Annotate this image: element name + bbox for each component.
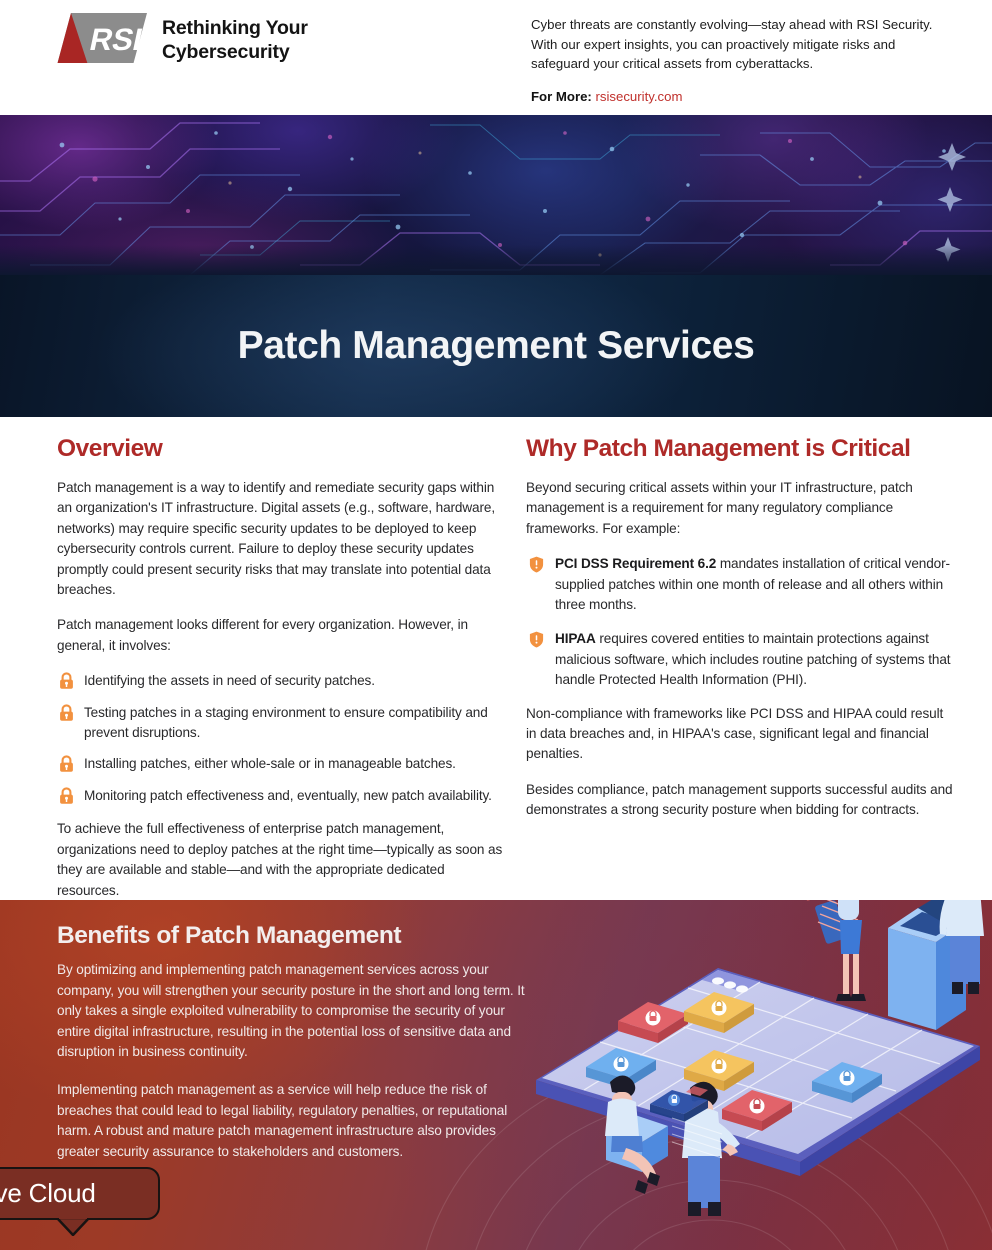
- page-title: Patch Management Services: [237, 324, 755, 367]
- page-header: RSI Rethinking Your Cybersecurity Cyber …: [0, 0, 992, 115]
- tooltip-label: tive Cloud: [0, 1167, 160, 1220]
- list-item: Identifying the assets in need of securi…: [57, 671, 505, 691]
- for-more-label: For More:: [531, 88, 592, 104]
- rsi-logo-icon: RSI: [57, 13, 147, 65]
- list-item: PCI DSS Requirement 6.2 mandates install…: [526, 554, 956, 615]
- list-item: HIPAA requires covered entities to maint…: [526, 629, 956, 690]
- hero-bottom-fade: [0, 245, 992, 275]
- critical-column: Why Patch Management is Critical Beyond …: [526, 417, 956, 836]
- overview-paragraph-2: Patch management looks different for eve…: [57, 617, 468, 653]
- critical-paragraph-3: Besides compliance, patch management sup…: [526, 781, 953, 818]
- brand-tagline-line2: Cybersecurity: [162, 41, 290, 63]
- list-item-bold: PCI DSS Requirement 6.2: [555, 556, 717, 572]
- list-item-label: Testing patches in a staging environment…: [84, 704, 488, 741]
- list-item-label: Identifying the assets in need of securi…: [84, 673, 375, 689]
- main-content: Overview Patch management is a way to id…: [0, 417, 992, 900]
- overview-column: Overview Patch management is a way to id…: [57, 417, 505, 916]
- list-item: Testing patches in a staging environment…: [57, 703, 505, 744]
- overview-bullet-list: Identifying the assets in need of securi…: [57, 671, 505, 806]
- brand-logo[interactable]: RSI Rethinking Your Cybersecurity: [57, 13, 308, 65]
- padlock-icon: [58, 704, 75, 722]
- for-more-line: For More: rsisecurity.com: [531, 87, 951, 107]
- padlock-icon: [58, 755, 75, 773]
- benefits-section: Benefits of Patch Management By optimizi…: [0, 900, 992, 1250]
- overview-heading: Overview: [57, 435, 163, 462]
- critical-paragraph-1: Beyond securing critical assets within y…: [526, 480, 913, 536]
- rsisecurity-link[interactable]: rsisecurity.com: [595, 88, 683, 104]
- critical-heading: Why Patch Management is Critical: [526, 435, 911, 462]
- critical-bullet-list: PCI DSS Requirement 6.2 mandates install…: [526, 554, 956, 690]
- benefits-paragraph-2: Implementing patch management as a servi…: [57, 1081, 508, 1159]
- benefits-text-block: Benefits of Patch Management By optimizi…: [57, 922, 537, 1179]
- benefits-paragraph-1: By optimizing and implementing patch man…: [57, 962, 525, 1060]
- benefits-heading: Benefits of Patch Management: [57, 922, 402, 949]
- tooltip-pointer-icon: [56, 1218, 90, 1236]
- list-item-bold: HIPAA: [555, 631, 596, 647]
- padlock-icon: [58, 672, 75, 690]
- shield-alert-icon: [529, 556, 544, 573]
- list-item-label: Installing patches, either whole-sale or…: [84, 756, 456, 772]
- list-item-label: Monitoring patch effectiveness and, even…: [84, 787, 492, 803]
- shield-alert-icon: [529, 631, 544, 648]
- brand-tagline-line1: Rethinking Your: [162, 17, 308, 39]
- brand-tagline: Rethinking Your Cybersecurity: [162, 13, 308, 64]
- tooltip-callout[interactable]: tive Cloud: [0, 1167, 160, 1236]
- svg-text:RSI: RSI: [87, 22, 146, 57]
- title-band: Patch Management Services: [0, 275, 992, 417]
- overview-paragraph-3: To achieve the full effectiveness of ent…: [57, 821, 503, 898]
- critical-paragraph-2: Non-compliance with frameworks like PCI …: [526, 705, 944, 762]
- list-item-text: requires covered entities to maintain pr…: [555, 631, 951, 688]
- list-item-label: PCI DSS Requirement 6.2 mandates install…: [555, 556, 950, 612]
- list-item-text: mandates installation of critical vendor…: [555, 556, 950, 613]
- hero-banner-image: [0, 115, 992, 275]
- overview-paragraph-1: Patch management is a way to identify an…: [57, 480, 496, 598]
- list-item: Installing patches, either whole-sale or…: [57, 754, 505, 774]
- padlock-icon: [58, 787, 75, 805]
- list-item: Monitoring patch effectiveness and, even…: [57, 786, 505, 806]
- header-blurb-block: Cyber threats are constantly evolving—st…: [531, 15, 951, 106]
- list-item-label: HIPAA requires covered entities to maint…: [555, 631, 951, 688]
- header-blurb: Cyber threats are constantly evolving—st…: [531, 17, 933, 71]
